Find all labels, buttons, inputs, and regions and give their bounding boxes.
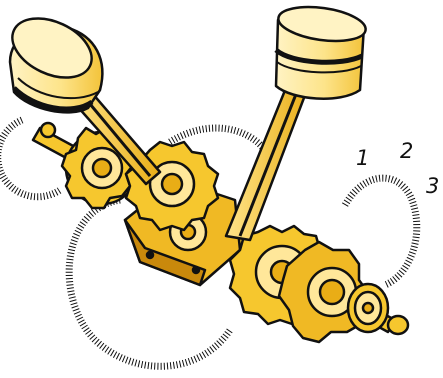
rotation-label-2: 2 xyxy=(400,139,413,163)
rotation-label-1: 1 xyxy=(356,146,369,170)
piston-icon xyxy=(276,2,368,99)
output-hub xyxy=(348,284,408,334)
crankshaft xyxy=(33,123,408,342)
piston-icon xyxy=(3,7,102,113)
connecting-rod-right xyxy=(226,78,310,240)
rotation-labels: 1 2 3 xyxy=(356,139,439,198)
rotation-label-3: 3 xyxy=(426,174,439,198)
piston-assembly-right xyxy=(226,2,368,240)
